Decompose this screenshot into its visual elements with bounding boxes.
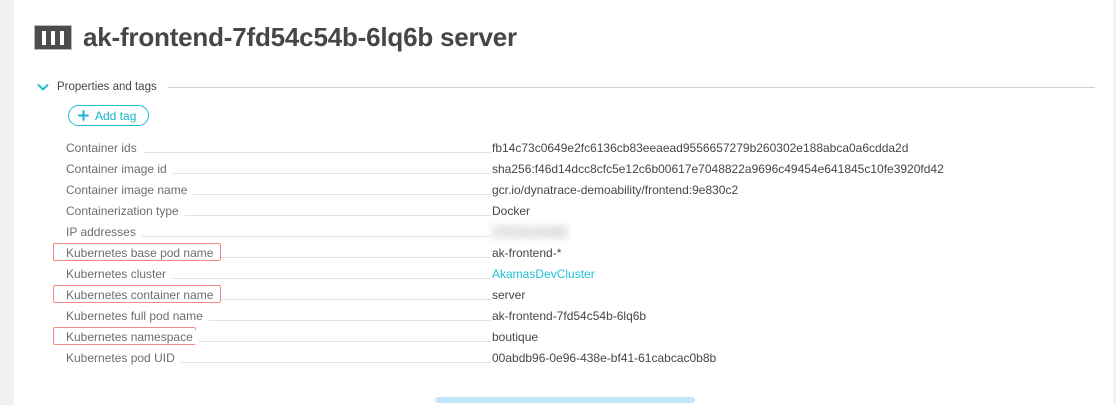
property-key-cell: Kubernetes namespace [53, 326, 491, 347]
property-key: Kubernetes namespace [66, 329, 199, 344]
property-row: Kubernetes container name server [53, 284, 1086, 305]
page-header: ak-frontend-7fd54c54b-6lq6b server [34, 22, 517, 53]
property-key-cell: Kubernetes base pod name [53, 242, 491, 263]
property-leader-line [219, 299, 491, 300]
property-value: boutique [492, 329, 539, 344]
property-key: Kubernetes full pod name [66, 308, 209, 323]
entity-details-card: ak-frontend-7fd54c54b-6lq6b server Prope… [14, 0, 1113, 381]
property-row: Container ids fb14c73c0649e2fc6136cb83eea… [66, 137, 1086, 158]
property-key-cell: Kubernetes pod UID [66, 347, 491, 368]
property-row: Container image name gcr.io/dynatrace-dem… [66, 179, 1086, 200]
properties-section-label: Properties and tags [57, 81, 157, 93]
property-key: Kubernetes cluster [66, 266, 173, 281]
property-value: 00abdb96-0e96-438e-bf41-61cabcac0b8b [492, 350, 717, 365]
property-row: Kubernetes cluster AkamasDevCluster [66, 263, 1086, 284]
property-leader-line [184, 215, 491, 216]
property-row: Kubernetes base pod name ak-frontend-* [53, 242, 1086, 263]
property-value: sha256:f46d14dcc8cfc5e12c6b00617e7048822… [492, 161, 944, 176]
page-left-rail [0, 0, 14, 405]
properties-list: Container ids fb14c73c0649e2fc6136cb83eea… [53, 137, 1086, 368]
property-leader-line [193, 194, 491, 195]
property-value: fb14c73c0649e2fc6136cb83eeaead9556657279… [492, 140, 909, 155]
property-value: 172.31.3.155 [491, 224, 570, 239]
property-key: Container ids [66, 140, 143, 155]
property-key-cell: Container image id [66, 158, 491, 179]
properties-section-header[interactable]: Properties and tags [36, 80, 1095, 94]
property-leader-line [198, 341, 491, 342]
property-leader-line [180, 362, 491, 363]
property-key: Container image name [66, 182, 194, 197]
property-key-cell: Kubernetes cluster [66, 263, 491, 284]
chevron-down-icon[interactable] [36, 80, 50, 94]
plus-icon [78, 110, 89, 121]
property-leader-line [172, 173, 491, 174]
page-title: ak-frontend-7fd54c54b-6lq6b server [83, 22, 517, 52]
section-divider [167, 86, 1095, 88]
property-key-cell: Containerization type [66, 200, 491, 221]
property-value: ak-frontend-* [492, 245, 562, 260]
property-leader-line [142, 152, 491, 153]
property-row: Kubernetes full pod name ak-frontend-7fd5… [66, 305, 1086, 326]
property-value: server [492, 287, 526, 302]
property-key-cell: Kubernetes container name [53, 284, 491, 305]
property-leader-line [208, 320, 491, 321]
page-right-rail [1113, 0, 1116, 405]
property-key: Kubernetes base pod name [66, 245, 220, 260]
property-key: Containerization type [66, 203, 185, 218]
property-value: ak-frontend-7fd54c54b-6lq6b [492, 308, 647, 323]
property-key: Kubernetes pod UID [66, 350, 181, 365]
property-row: Kubernetes namespace boutique [53, 326, 1086, 347]
property-row: IP addresses 172.31.3.155 [66, 221, 1086, 242]
add-tag-label: Add tag [95, 108, 137, 123]
property-leader-line [219, 257, 491, 258]
property-key: Container image id [66, 161, 173, 176]
property-key-cell: Container ids [66, 137, 491, 158]
property-value: gcr.io/dynatrace-demoability/frontend:9e… [492, 182, 739, 197]
property-leader-line [141, 236, 491, 237]
property-key: Kubernetes container name [66, 287, 220, 302]
property-key-cell: IP addresses [66, 221, 491, 242]
horizontal-scrollbar[interactable] [435, 397, 695, 403]
property-row: Containerization type Docker [66, 200, 1086, 221]
property-row: Kubernetes pod UID 00abdb96-0e96-438e-bf4… [66, 347, 1086, 368]
add-tag-button[interactable]: Add tag [68, 105, 150, 126]
property-row: Container image id sha256:f46d14dcc8cfc5e… [66, 158, 1086, 179]
property-value-link[interactable]: AkamasDevCluster [492, 266, 595, 281]
property-key-cell: Container image name [66, 179, 491, 200]
property-value: Docker [492, 203, 531, 218]
property-key-cell: Kubernetes full pod name [66, 305, 491, 326]
property-key: IP addresses [66, 224, 142, 239]
server-icon [34, 25, 72, 50]
property-leader-line [172, 278, 491, 279]
